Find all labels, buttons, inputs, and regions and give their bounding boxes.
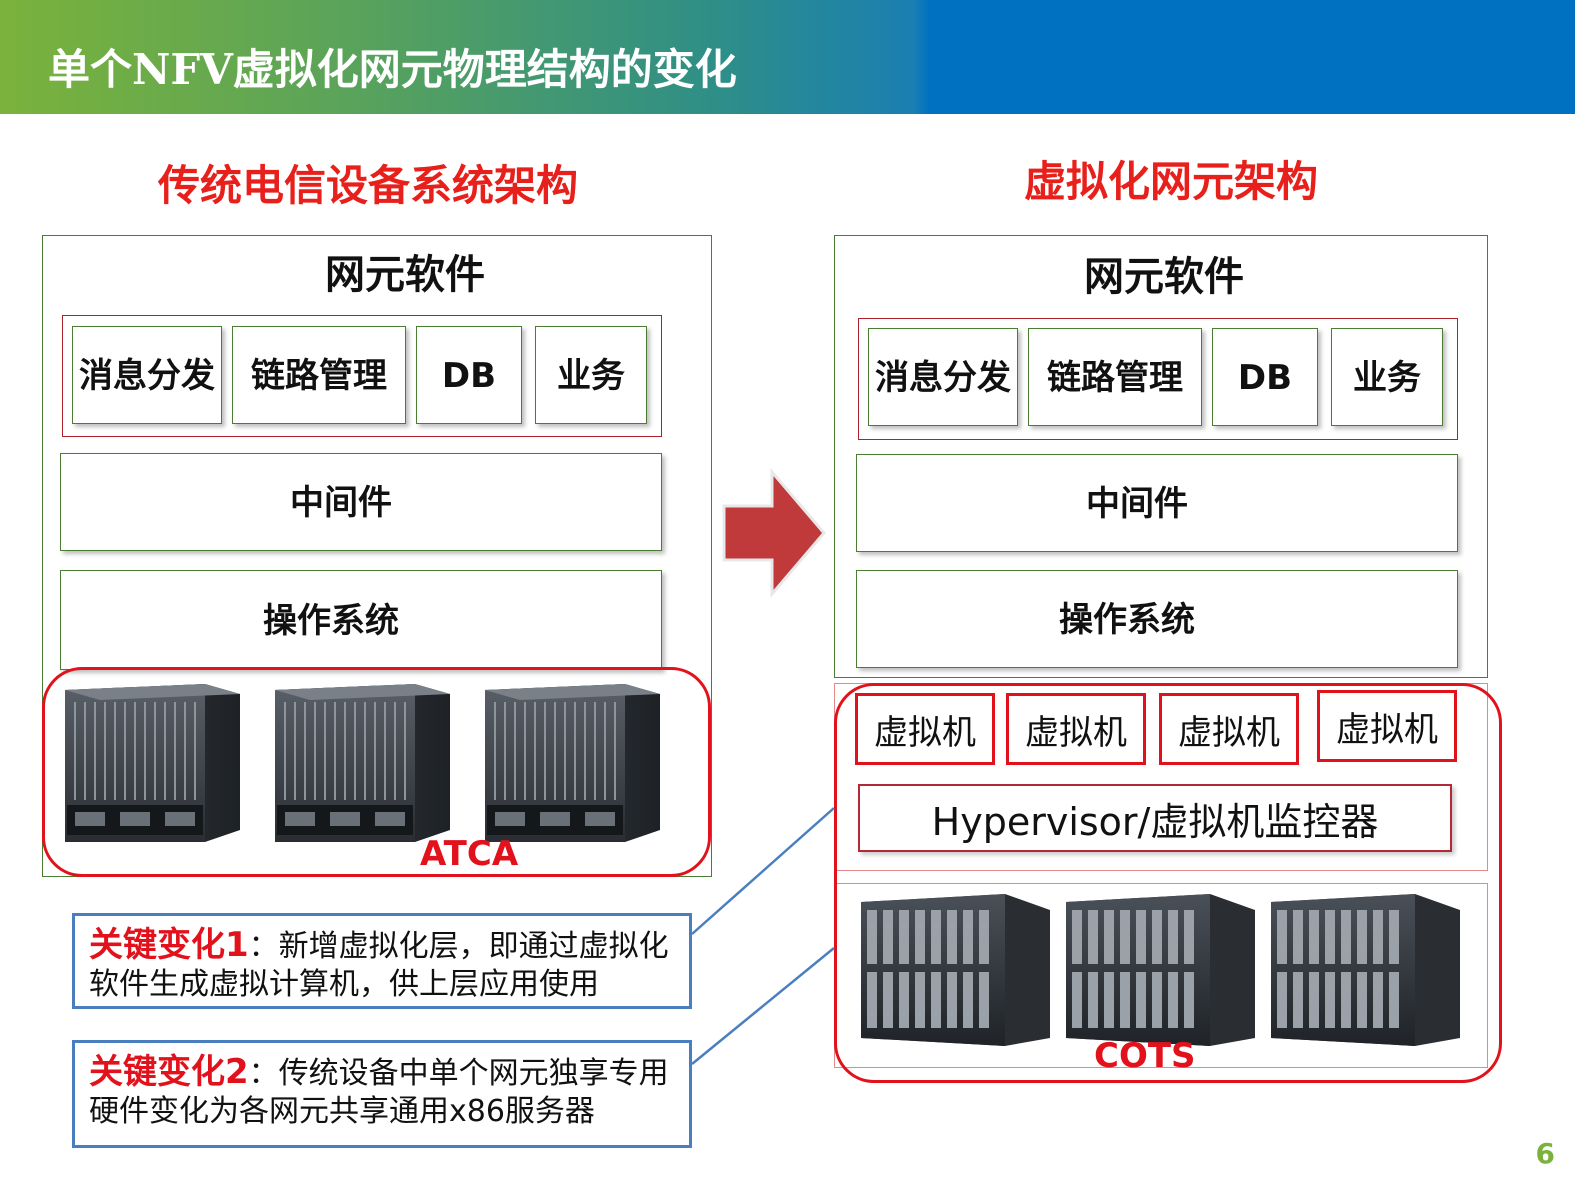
left-module-db: DB [416, 326, 522, 424]
left-os-layer: 操作系统 [60, 570, 662, 670]
hypervisor-layer: Hypervisor/虚拟机监控器 [858, 784, 1452, 852]
right-module-db: DB [1212, 328, 1318, 426]
page-number: 6 [1535, 1137, 1555, 1170]
right-module-link-management: 链路管理 [1028, 328, 1202, 426]
key-change-note-2: 关键变化2：传统设备中单个网元独享专用硬件变化为各网元共享通用x86服务器 [72, 1040, 692, 1148]
left-hardware-group [42, 667, 711, 877]
left-module-business: 业务 [535, 326, 647, 424]
page-title: 单个NFV虚拟化网元物理结构的变化 [48, 45, 737, 94]
left-module-link-management: 链路管理 [232, 326, 406, 424]
title-bar [0, 0, 1575, 114]
left-module-message-dispatch: 消息分发 [72, 326, 222, 424]
key-change-note-1: 关键变化1：新增虚拟化层，即通过虚拟化软件生成虚拟计算机，供上层应用使用 [72, 913, 692, 1009]
vm-box-4: 虚拟机 [1317, 690, 1457, 762]
atca-chassis-icon [65, 683, 661, 843]
note-2-key: 关键变化2 [89, 1052, 249, 1092]
left-middleware-layer: 中间件 [60, 453, 662, 551]
vm-box-2: 虚拟机 [1006, 693, 1146, 765]
right-arrow-icon [722, 468, 826, 598]
cots-label: COTS [1094, 1036, 1196, 1076]
blade-server-icon [861, 894, 1460, 1046]
left-modules-group [62, 315, 662, 437]
note-1-key: 关键变化1 [89, 925, 249, 965]
left-section-title: 传统电信设备系统架构 [158, 161, 579, 210]
note-2-text: ：传统设备中单个网元独享专用硬件变化为各网元共享通用x86服务器 [89, 1056, 669, 1129]
right-middleware-layer: 中间件 [856, 454, 1458, 552]
vm-box-3: 虚拟机 [1159, 693, 1299, 765]
note-1-text: ：新增虚拟化层，即通过虚拟化软件生成虚拟计算机，供上层应用使用 [89, 929, 669, 1002]
left-software-label: 网元软件 [325, 252, 485, 298]
right-os-layer: 操作系统 [856, 570, 1458, 668]
right-software-label: 网元软件 [1084, 254, 1244, 300]
atca-label: ATCA [420, 834, 519, 874]
right-module-message-dispatch: 消息分发 [868, 328, 1018, 426]
right-section-title: 虚拟化网元架构 [1024, 157, 1319, 206]
right-hardware-group [834, 683, 1502, 1083]
right-modules-group [858, 318, 1458, 440]
vm-box-1: 虚拟机 [855, 693, 995, 765]
right-module-business: 业务 [1331, 328, 1443, 426]
